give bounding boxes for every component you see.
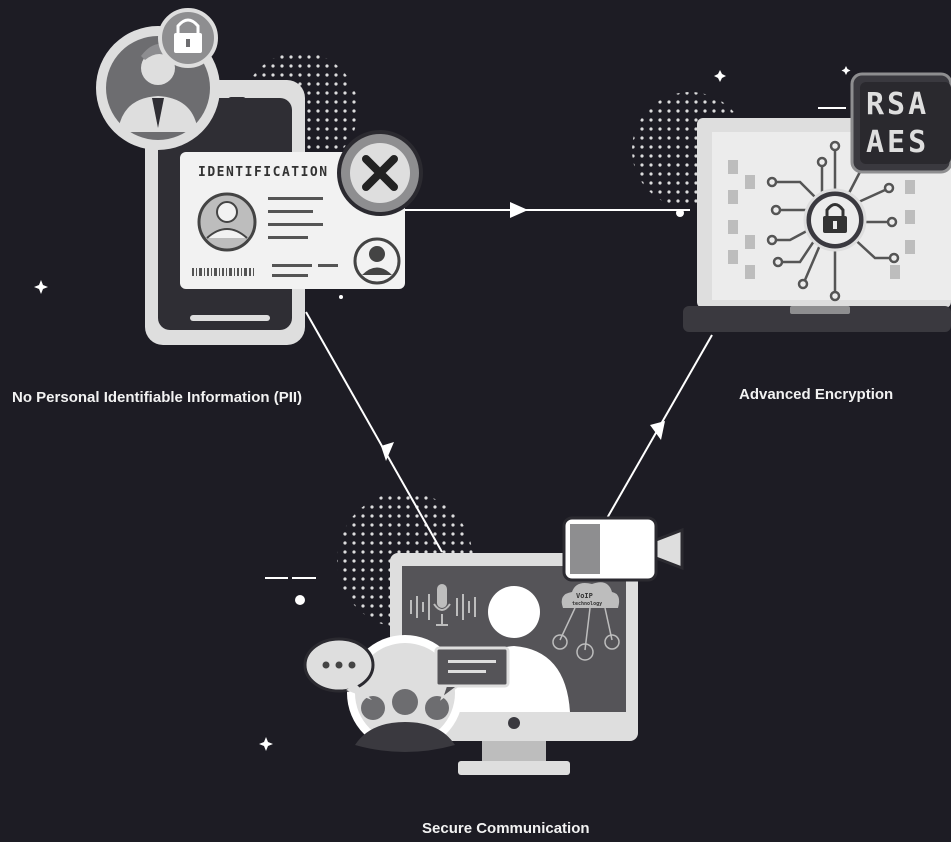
group-icon	[347, 635, 463, 752]
cipher-badge-rsa: RSA	[866, 87, 929, 122]
pii-illustration: IDENTIFICATION	[96, 8, 423, 345]
signal-decoration	[265, 577, 316, 605]
laptop-base	[683, 306, 951, 332]
reject-x-icon	[337, 130, 423, 216]
communication-illustration: VoIP technology	[265, 516, 684, 775]
voip-sublabel: technology	[572, 601, 602, 607]
caption-communication: Secure Communication	[422, 820, 590, 837]
barcode	[192, 268, 254, 276]
encryption-illustration: RSA AES	[683, 72, 951, 332]
voip-cloud-icon: VoIP technology	[552, 582, 620, 661]
connector-encryption-to-communication	[605, 334, 713, 521]
data-blocks	[728, 160, 915, 279]
sparkle-icon	[34, 66, 851, 751]
microphone-icon	[410, 584, 476, 626]
id-card-label: IDENTIFICATION	[198, 165, 329, 180]
padlock-icon	[158, 8, 218, 68]
caption-encryption: Advanced Encryption	[739, 386, 894, 403]
cipher-badge-aes: AES	[866, 125, 929, 160]
voip-label: VoIP	[576, 592, 593, 600]
cipher-badge: RSA AES	[850, 72, 951, 174]
video-camera-icon	[562, 516, 684, 582]
connector-pii-to-encryption	[405, 202, 690, 218]
caption-pii: No Personal Identifiable Information (PI…	[12, 389, 303, 406]
message-bubble-icon	[434, 646, 510, 701]
connector-communication-to-pii	[305, 311, 443, 553]
chat-bubble-icon	[303, 637, 375, 700]
circuit-lock-icon	[766, 140, 900, 302]
